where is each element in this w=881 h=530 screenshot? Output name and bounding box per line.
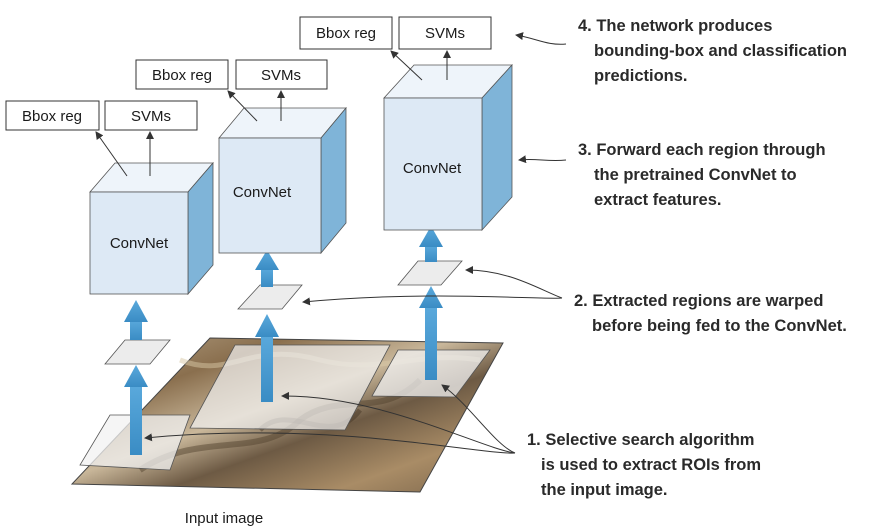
- feed-arrow-3: [419, 226, 443, 380]
- cube-label-3: ConvNet: [403, 160, 462, 177]
- convnet-cube-3: ConvNet: [383, 63, 513, 232]
- svg-text:extract features.: extract features.: [594, 191, 721, 209]
- cube-label-2: ConvNet: [233, 184, 292, 201]
- svg-text:3. Forward each region through: 3. Forward each region through: [578, 141, 826, 159]
- bbox-reg-box-2: [135, 59, 229, 90]
- callout-step4: [515, 32, 567, 45]
- outputs-cube-3: Bbox reg SVMs: [299, 16, 492, 81]
- svms-label-2: SVMs: [261, 67, 301, 84]
- roi-region-2: [189, 344, 391, 431]
- svms-label-3: SVMs: [425, 25, 465, 42]
- convnet-cube-1: ConvNet: [89, 161, 214, 296]
- convnet-cube-2: ConvNet: [218, 106, 347, 255]
- svms-label-1: SVMs: [131, 108, 171, 125]
- svms-box-3: [398, 16, 492, 50]
- cube-label-1: ConvNet: [110, 235, 169, 252]
- warped-region-3: [397, 260, 463, 286]
- svg-text:before being fed to the ConvNe: before being fed to the ConvNet.: [592, 317, 847, 335]
- outputs-cube-1: Bbox reg SVMs: [5, 100, 198, 177]
- warped-region-2: [237, 284, 303, 310]
- note-step1: 1. Selective search algorithm is used to…: [527, 431, 761, 499]
- callout-step2-b: [465, 266, 563, 299]
- svg-text:predictions.: predictions.: [594, 67, 688, 85]
- note-step4: 4. The network produces bounding-box and…: [578, 17, 847, 85]
- callout-step1-c: [441, 384, 516, 454]
- svms-box-2: [235, 59, 328, 90]
- bbox-reg-box-1: [5, 100, 100, 131]
- svg-text:4. The network produces: 4. The network produces: [578, 17, 772, 35]
- svg-text:the input image.: the input image.: [541, 481, 668, 499]
- callout-step1-b: [281, 391, 516, 454]
- bbox-reg-label-2: Bbox reg: [152, 67, 212, 84]
- input-image-caption: Input image: [185, 510, 263, 527]
- svg-text:bounding-box and classificatio: bounding-box and classification: [594, 42, 847, 60]
- note-step3: 3. Forward each region through the pretr…: [578, 141, 826, 209]
- bbox-reg-label-1: Bbox reg: [22, 108, 82, 125]
- callout-step1-a: [144, 432, 516, 454]
- svg-text:2. Extracted regions are warpe: 2. Extracted regions are warped: [574, 292, 823, 310]
- callout-step2-a: [302, 295, 563, 306]
- svms-box-1: [104, 100, 198, 131]
- bbox-reg-box-3: [299, 16, 393, 50]
- bbox-reg-label-3: Bbox reg: [316, 25, 376, 42]
- warped-region-1: [104, 339, 171, 365]
- svg-text:is used to extract ROIs from: is used to extract ROIs from: [541, 456, 761, 474]
- outputs-cube-2: Bbox reg SVMs: [135, 59, 328, 122]
- callout-step3: [518, 155, 567, 164]
- feed-arrow-1: [124, 300, 148, 455]
- note-step2: 2. Extracted regions are warped before b…: [574, 292, 847, 335]
- feed-arrow-2: [255, 250, 279, 402]
- svg-text:the pretrained ConvNet to: the pretrained ConvNet to: [594, 166, 797, 184]
- svg-text:1. Selective search algorithm: 1. Selective search algorithm: [527, 431, 754, 449]
